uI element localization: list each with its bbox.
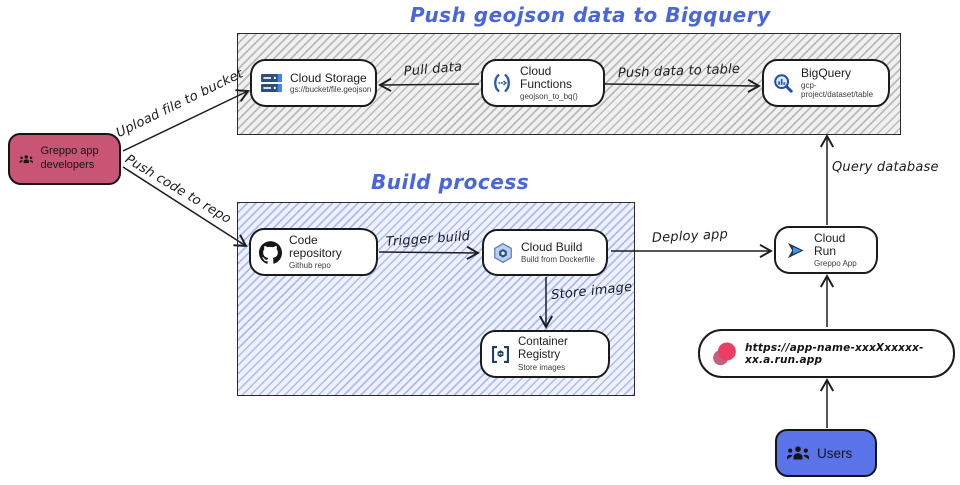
users-icon: [19, 154, 33, 163]
edge-label-push-code: Push code to repo: [122, 151, 234, 228]
bigquery-icon: [774, 74, 793, 93]
section-title-push-geojson: Push geojson data to Bigquery: [410, 3, 771, 27]
node-subtitle: Build from Dockerfile: [521, 254, 595, 264]
node-title: Cloud Functions: [520, 63, 573, 92]
node-subtitle: Github repo: [289, 261, 331, 271]
developers-label: Greppo app developers: [40, 145, 99, 171]
node-title: Code repository: [289, 232, 342, 261]
section-title-build-process: Build process: [371, 170, 530, 194]
greppo-logo-icon: [713, 342, 736, 365]
node-subtitle: gs://bucket/file.geojson: [290, 85, 372, 95]
bigquery-node: BigQuery gcp-project/dataset/table: [762, 59, 890, 107]
node-subtitle: Store images: [518, 362, 566, 372]
storage-icon: [261, 73, 282, 93]
edge-label-upload-file: Upload file to bucket: [113, 66, 246, 141]
cloud-build-icon: [494, 242, 512, 263]
app-url-text: https://app-name-xxxXxxxxx-xx.a.run.app: [745, 341, 924, 366]
edge-label-query-database: Query database: [832, 160, 939, 175]
edge-label-deploy-app: Deploy app: [651, 227, 729, 246]
node-title: Cloud Build: [521, 240, 583, 254]
app-url-node: https://app-name-xxxXxxxxx-xx.a.run.app: [698, 329, 955, 378]
developers-node: Greppo app developers: [8, 133, 121, 185]
container-registry-node: Container Registry Store images: [480, 330, 610, 378]
code-repository-node: Code repository Github repo: [249, 228, 378, 276]
cloud-functions-node: Cloud Functions geojson_to_bq(): [481, 59, 605, 107]
node-title: Cloud Run: [814, 230, 846, 259]
users-node: Users: [775, 429, 877, 477]
cloud-run-node: Cloud Run Greppo App: [774, 226, 878, 274]
github-icon: [259, 240, 282, 264]
cloud-run-icon: [787, 242, 804, 258]
cloud-storage-node: Cloud Storage gs://bucket/file.geojson: [250, 59, 377, 107]
cloud-build-node: Cloud Build Build from Dockerfile: [482, 229, 608, 276]
node-title: Container Registry: [518, 336, 568, 362]
node-subtitle: geojson_to_bq(): [520, 92, 578, 102]
users-label: Users: [817, 445, 853, 461]
registry-icon: [492, 345, 509, 363]
node-title: BigQuery: [801, 65, 852, 80]
functions-icon: [494, 74, 510, 92]
node-subtitle: gcp-project/dataset/table: [801, 80, 874, 99]
arrow-push-code: [122, 166, 248, 248]
users-icon: [787, 445, 809, 459]
node-title: Cloud Storage: [290, 70, 367, 85]
node-subtitle: Greppo App: [814, 259, 857, 269]
